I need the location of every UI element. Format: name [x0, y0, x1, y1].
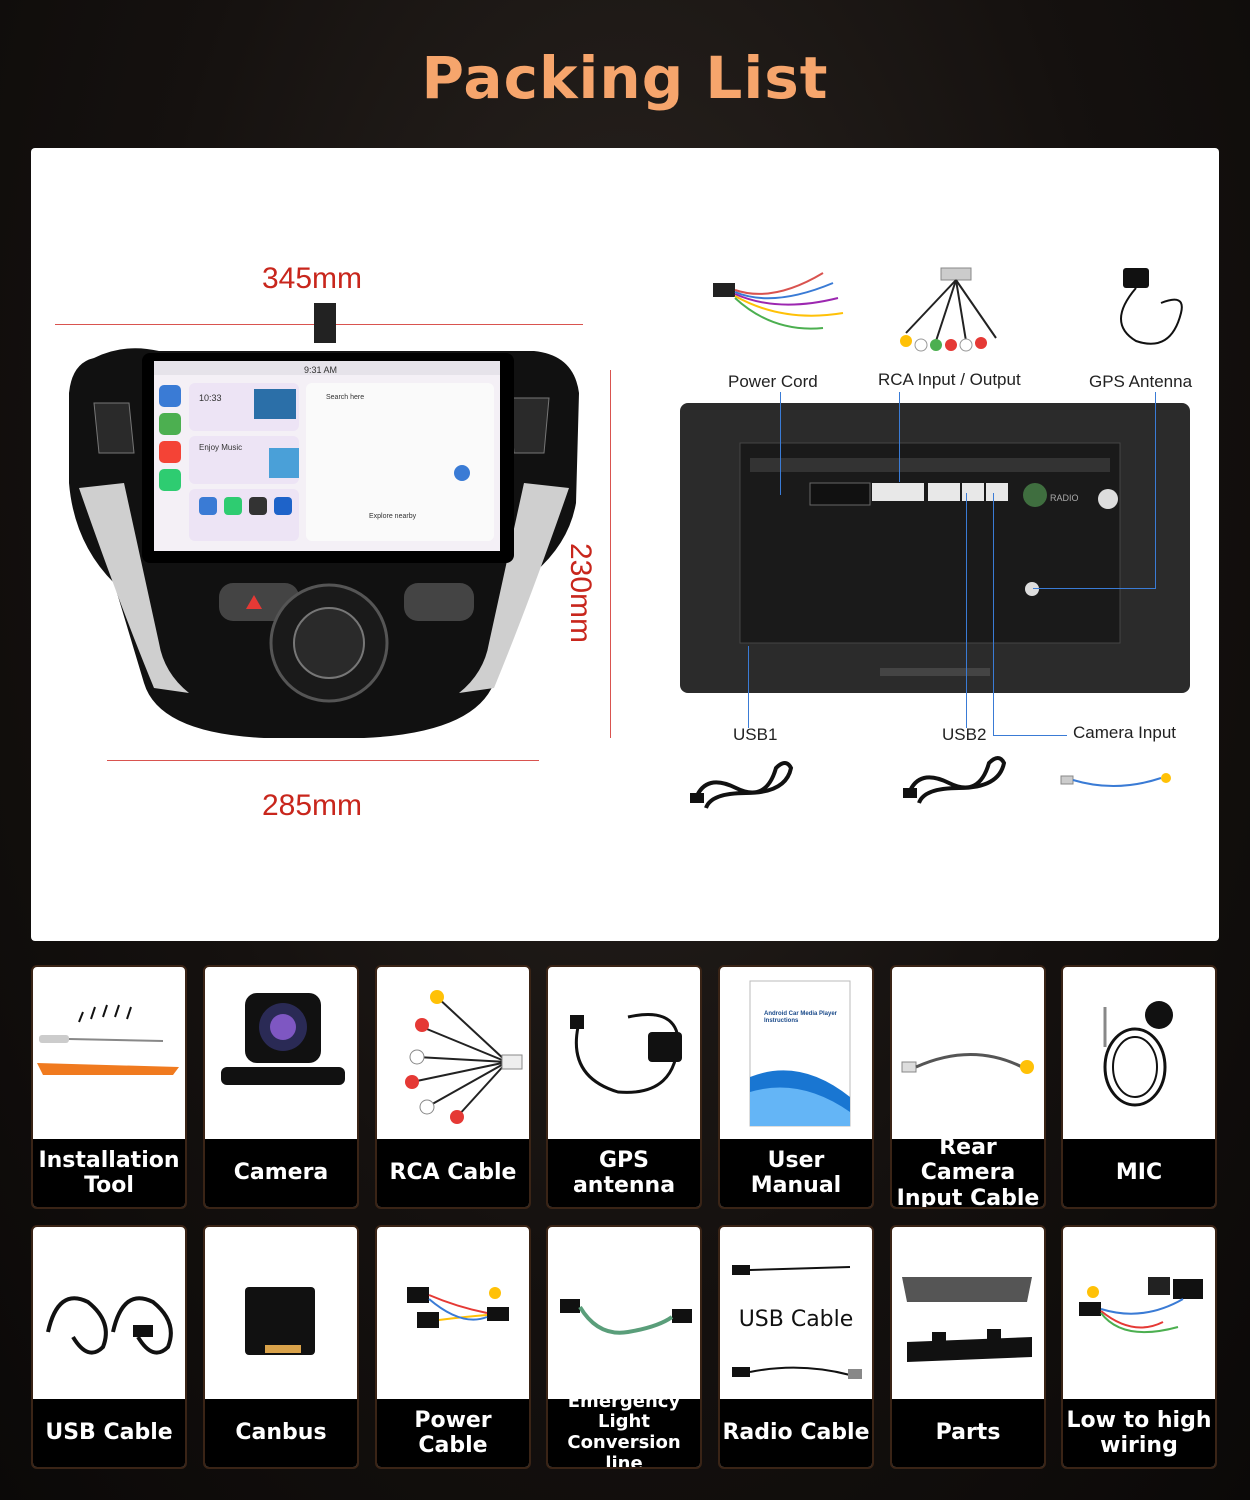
item-card-rear-camera-cable: Rear Camera Input Cable	[890, 965, 1046, 1209]
callout-gps-h	[1033, 588, 1156, 589]
item-label: Canbus	[205, 1399, 357, 1467]
item-label: USB Cable	[33, 1399, 185, 1467]
radio-text: RADIO	[1050, 493, 1079, 503]
item-card-gps-antenna: GPS antenna	[546, 965, 702, 1209]
radio-card-usb-text: USB Cable	[738, 1307, 854, 1332]
usb2-cable-image	[903, 756, 1007, 804]
rear-camera-cable-icon	[901, 1053, 1034, 1074]
screen-clock: 10:33	[199, 393, 222, 403]
manual-icon	[749, 980, 851, 1127]
callout-camera	[993, 493, 994, 735]
dimension-top-width: 345mm	[262, 262, 363, 295]
dimension-line-height	[610, 370, 611, 738]
item-label: Rear Camera Input Cable	[892, 1135, 1044, 1207]
rca-input-output-image	[900, 267, 997, 352]
item-label: GPS antenna	[548, 1139, 700, 1207]
mic-icon	[1103, 1001, 1173, 1107]
item-label: RCA Cable	[377, 1139, 529, 1207]
item-label: MIC	[1063, 1139, 1215, 1207]
label-usb2: USB2	[942, 725, 987, 744]
screen-explore: Explore nearby	[369, 513, 417, 520]
screen-search: Search here	[326, 394, 364, 401]
item-label: Emergency Light Conversion line	[548, 1391, 700, 1467]
page-title: Packing List	[421, 44, 829, 112]
callout-camera-h	[993, 735, 1067, 736]
head-unit-front-image: 9:31 AM 10:33 Enjoy Music Search here Ex…	[69, 303, 579, 738]
label-gps-antenna: GPS Antenna	[1089, 372, 1193, 391]
usb-cable-icon	[46, 1296, 173, 1355]
manual-cover-text: Android Car Media Player Instructions	[764, 1011, 838, 1025]
wiring-icon	[1079, 1277, 1203, 1334]
callout-usb2	[966, 493, 967, 728]
label-usb1: USB1	[733, 725, 778, 744]
item-label: Installation Tool	[33, 1139, 185, 1207]
item-card-emergency-line: Emergency Light Conversion line	[546, 1225, 702, 1469]
dimension-line-bottom	[107, 760, 539, 761]
item-card-low-to-high-wiring: Low to high wiring	[1061, 1225, 1217, 1469]
item-card-rca-cable: RCA Cable	[375, 965, 531, 1209]
item-label: Low to high wiring	[1063, 1399, 1215, 1467]
parts-icon	[902, 1277, 1032, 1362]
item-card-user-manual: Android Car Media Player Instructions Us…	[718, 965, 874, 1209]
emergency-line-icon	[560, 1299, 692, 1335]
head-unit-back-image: RADIO	[680, 403, 1190, 693]
item-card-canbus: Canbus	[203, 1225, 359, 1469]
callout-rca	[899, 392, 900, 482]
rca-cable-icon	[405, 990, 523, 1124]
item-card-mic: MIC	[1061, 965, 1217, 1209]
camera-icon	[221, 993, 345, 1085]
radio-cable-icon	[732, 1265, 862, 1379]
callout-power-cord	[780, 392, 781, 495]
item-label: User Manual	[720, 1139, 872, 1207]
power-cable-icon	[407, 1287, 509, 1328]
screen-time: 9:31 AM	[304, 365, 337, 375]
item-card-parts: Parts	[890, 1225, 1046, 1469]
item-label: Parts	[892, 1399, 1044, 1467]
tool-icon	[37, 1004, 179, 1075]
dimension-bottom-width: 285mm	[262, 789, 363, 822]
item-card-installation-tool: Installation Tool	[31, 965, 187, 1209]
callout-gps	[1155, 392, 1156, 588]
item-label: Camera	[205, 1139, 357, 1207]
power-cord-image	[713, 272, 844, 330]
item-card-power-cable: Power Cable	[375, 1225, 531, 1469]
usb1-cable-image	[690, 761, 794, 809]
item-card-radio-cable: USB Cable Radio Cable	[718, 1225, 874, 1469]
item-label: Radio Cable	[720, 1399, 872, 1467]
canbus-icon	[245, 1287, 315, 1355]
item-card-usb-cable: USB Cable	[31, 1225, 187, 1469]
gps-antenna-image	[1120, 268, 1183, 345]
gps-antenna-icon	[570, 1013, 682, 1094]
callout-usb1	[748, 646, 749, 728]
label-power-cord: Power Cord	[728, 372, 818, 391]
camera-input-cable-image	[1060, 773, 1171, 787]
label-camera-input: Camera Input	[1073, 723, 1176, 742]
item-label: Power Cable	[377, 1399, 529, 1467]
screen-music: Enjoy Music	[199, 443, 242, 452]
label-rca: RCA Input / Output	[878, 370, 1021, 389]
product-panel: 345mm 285mm 230mm 9:31 AM 10:33 Enjoy Mu…	[31, 148, 1219, 941]
item-card-camera: Camera	[203, 965, 359, 1209]
